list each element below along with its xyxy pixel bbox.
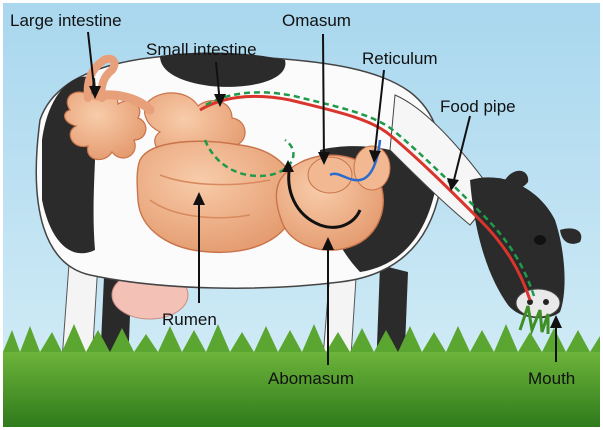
label-abomasum: Abomasum bbox=[268, 369, 354, 388]
pointer-omasum bbox=[323, 34, 324, 162]
grass-field bbox=[3, 352, 600, 427]
cow-eye bbox=[534, 235, 546, 245]
label-food-pipe: Food pipe bbox=[440, 97, 516, 116]
label-small-intestine: Small intestine bbox=[146, 40, 257, 59]
cow-nostril-2 bbox=[543, 299, 549, 305]
label-mouth: Mouth bbox=[528, 369, 575, 388]
label-reticulum: Reticulum bbox=[362, 49, 438, 68]
label-rumen: Rumen bbox=[162, 310, 217, 329]
label-large-intestine: Large intestine bbox=[10, 11, 122, 30]
label-omasum: Omasum bbox=[282, 11, 351, 30]
